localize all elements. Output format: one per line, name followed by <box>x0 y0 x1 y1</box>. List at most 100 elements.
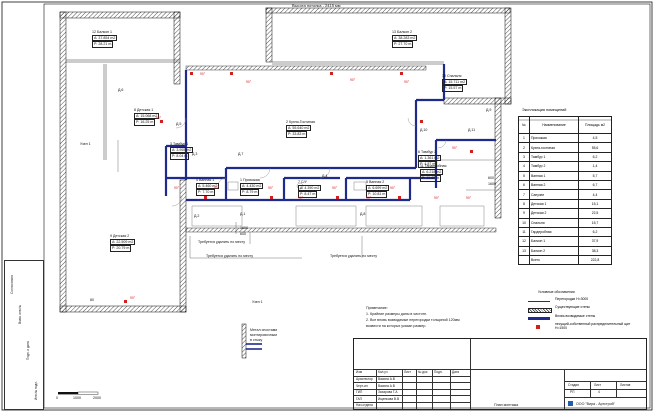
dimension-lines <box>117 140 500 259</box>
room-area-cell: 4,4 <box>578 189 612 200</box>
legend-item-electric: несущий-собственный распределительный щи… <box>528 322 633 335</box>
title-block-divider <box>402 369 403 409</box>
room-number-cell: 13 <box>518 245 530 257</box>
red-angle-mark: 90° <box>298 196 304 200</box>
room-area-cell: 222,8 <box>578 255 612 266</box>
red-angle-mark: 90° <box>390 186 396 190</box>
ceiling-height-note: Высота потолка - 2415 мм <box>292 3 341 8</box>
title-block-rule <box>354 395 470 397</box>
title-block-cell: Архитектор <box>356 377 373 381</box>
room-hallway: 1 Прихожая A: 4.430 m2 P: 8.79 m <box>240 178 264 196</box>
electric-points <box>124 72 473 303</box>
scale-bar <box>58 391 99 395</box>
door-d8: Д.8 <box>360 212 366 216</box>
notes-line-1: 1. Крайние размеры даны в чистоте. <box>366 312 428 316</box>
room-number-cell: 11 <box>518 226 530 238</box>
side-stamp-4: Инв.№ подл. <box>34 381 38 400</box>
room-area-cell: 1,4 <box>578 161 612 172</box>
room-area-cell: 6,7 <box>578 179 612 191</box>
title-block-cell: Захарова Т.А <box>378 390 398 395</box>
sheet-name: План монтажа <box>494 403 519 407</box>
title-block-cell: Подп. <box>434 370 443 375</box>
title-block-cell: Черт-ил <box>356 383 368 388</box>
red-angle-mark: 90° <box>350 78 356 82</box>
dimension-1600-b: 1600 <box>488 182 496 186</box>
room-area-cell: 4,5 <box>578 132 612 144</box>
title-block-divider <box>432 369 433 409</box>
room-number-cell: 5 <box>518 170 530 181</box>
room-bath-2: 5 Ванная 2 A: 6.699 m2 P: 10.81 m <box>366 180 390 198</box>
door-d4: Д.4 <box>322 174 328 178</box>
room-area-cell: 37,9 <box>578 236 612 247</box>
title-block-rule <box>354 382 470 384</box>
mark-80: 80 <box>90 298 94 302</box>
room-name-cell: Прихожая <box>529 132 579 144</box>
room-name-cell: Детская 1 <box>529 198 579 210</box>
door-d3: Д.3 <box>192 152 198 156</box>
room-bath-1: 4 Ванная 1 A: 5.460 m2 P: 7.70 m <box>196 178 220 196</box>
door-d9: Д.9 <box>486 108 492 112</box>
scale-label-2000: 2000 <box>93 396 101 400</box>
room-name-cell: Ванная 1 <box>529 170 579 181</box>
legend-item-existing-wall: Существующие стены <box>528 305 633 314</box>
title-block-rule <box>354 375 470 377</box>
side-stamp-2: Взам. инв.№ <box>18 305 22 324</box>
title-block-rule <box>354 402 470 403</box>
red-angle-mark: 90° <box>156 116 162 120</box>
notes-line-2: 2. Все вновь возводимые перегородки толщ… <box>366 318 460 322</box>
door-d11: Д.11 <box>468 128 476 132</box>
room-balcony-1: 12 Балкон 1 A: 37.854 m2 P: 28.21 m <box>92 30 118 48</box>
room-balcony-2: 13 Балкон 2 A: 38.283 m2 P: 27.70 m <box>392 30 418 48</box>
uzel-1-callout: Узел 1 <box>80 142 91 146</box>
legend-title: Условные обозначения <box>538 290 575 294</box>
room-name-cell: Детская 2 <box>529 208 579 219</box>
title-block-cell: Васина А.В <box>378 377 395 381</box>
door-d6: Д.6 <box>118 88 124 92</box>
uzel-text-2: монтировочным <box>250 333 277 337</box>
red-angle-mark: 90° <box>404 80 410 84</box>
stage-header: Стадия <box>568 383 579 387</box>
room-area-cell: 15,7 <box>578 217 612 228</box>
company-name: ООО "Вира - Артстрой" <box>576 402 615 406</box>
room-name-cell: Кухня-гостиная <box>529 142 579 153</box>
door-d7: Д.7 <box>238 152 244 156</box>
room-area-cell: 5,7 <box>578 170 612 181</box>
room-vestibule-1: 3 Тамбур 1 A: 3.955 m2 P: 8.04 m <box>170 142 194 160</box>
title-block-rule <box>354 388 470 390</box>
room-name-cell: Ванная 2 <box>529 179 579 191</box>
room-area-cell: 6,2 <box>578 226 612 238</box>
door-d1: Д.1 <box>240 212 246 216</box>
dimension-600-b: 600 <box>488 176 494 180</box>
room-number-cell: 3 <box>518 151 530 163</box>
room-name-cell: Гардеробная <box>529 226 579 238</box>
sheet-header: Лист <box>594 383 601 387</box>
door-d2: Д.2 <box>194 214 200 218</box>
red-angle-mark: 90° <box>174 186 180 190</box>
bathroom-fixtures <box>191 181 485 227</box>
room-number-cell: 2 <box>518 142 530 153</box>
balcony-glazing <box>66 59 444 160</box>
legend-swatch <box>528 317 550 320</box>
room-name-cell: Санузел <box>529 189 579 200</box>
room-area-cell: 38,3 <box>578 245 612 257</box>
side-stamp: Согласовано Взам. инв.№ Подп. и дата Инв… <box>4 260 44 410</box>
red-angle-mark: 90° <box>332 186 338 190</box>
door-d5: Д.5 <box>176 122 182 126</box>
company-logo-icon <box>568 401 573 406</box>
room-number-cell: 12 <box>518 236 530 247</box>
room-kids-2: 9 Детская 2 A: 22.509 m2 P: 20.79 m <box>110 234 136 252</box>
title-block-divider <box>376 369 377 409</box>
explication-header-name: Наименование <box>529 116 579 134</box>
red-angle-mark: 90° <box>200 72 206 76</box>
room-name-cell: Балкон 1 <box>529 236 579 247</box>
dimension-1600: 1600 <box>240 226 248 230</box>
room-number-cell: 8 <box>518 198 530 210</box>
room-area-cell: 6,2 <box>578 151 612 163</box>
explication-header-area: Площадь м2 <box>578 116 612 134</box>
dimension-600: 600 <box>240 232 246 236</box>
